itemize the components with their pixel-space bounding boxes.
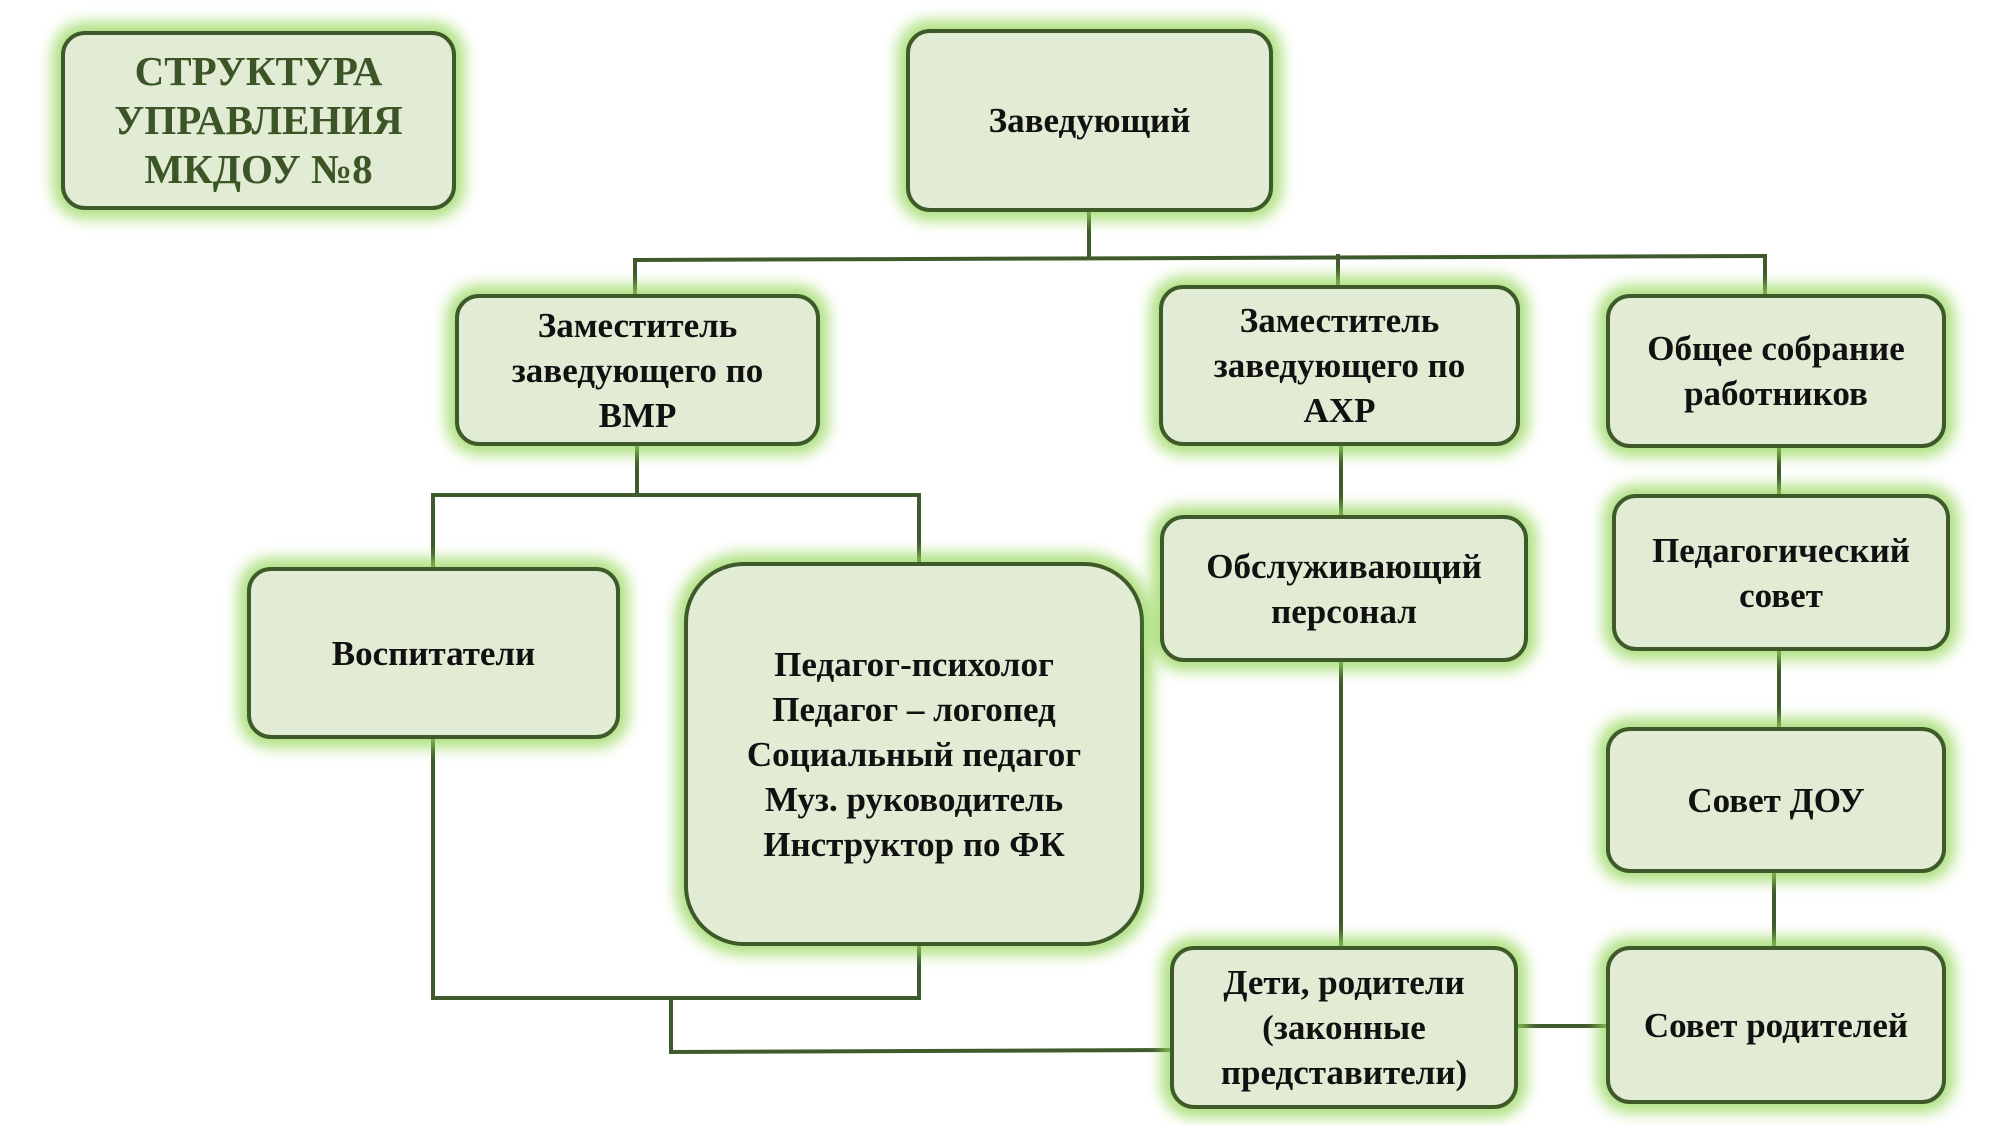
node-educators-label: Воспитатели [331, 633, 536, 673]
node-head-label: Заведующий [988, 101, 1191, 140]
node-children-parents: Дети, родители (законные представители) [1170, 946, 1518, 1109]
node-pedagogical-council: Педагогический совет [1612, 494, 1950, 651]
node-general-meeting: Общее собрание работников [1606, 294, 1946, 448]
connector-educators-loop [431, 736, 921, 1000]
diagram-title-box: СТРУКТУРА УПРАВЛЕНИЯ МКДОУ №8 [61, 31, 456, 210]
node-children-parents-label: Дети, родители (законные представители) [1220, 963, 1468, 1092]
node-dou-council: Совет ДОУ [1606, 727, 1946, 873]
node-deputy-vmr-label: Заместитель заведующего по ВМР [511, 305, 764, 435]
connector-top-bus [632, 253, 1768, 263]
node-educators: Воспитатели [247, 567, 620, 739]
node-deputy-ahr-label: Заместитель заведующего по АХР [1213, 301, 1466, 430]
node-parents-council-label: Совет родителей [1643, 1005, 1909, 1045]
node-deputy-vmr: Заместитель заведующего по ВМР [455, 294, 820, 446]
node-service-staff: Обслуживающий персонал [1160, 515, 1528, 662]
node-general-meeting-label: Общее собрание работников [1647, 329, 1905, 413]
node-pedagogical-council-label: Педагогический совет [1652, 530, 1910, 615]
node-dou-council-label: Совет ДОУ [1687, 780, 1865, 820]
node-specialists-label: Педагог-психолог Педагог – логопед Социа… [746, 644, 1082, 864]
connector-loop-to-children [669, 996, 1175, 1055]
node-head: Заведующий [906, 29, 1273, 212]
node-specialists: Педагог-психолог Педагог – логопед Социа… [684, 562, 1144, 946]
node-parents-council: Совет родителей [1606, 946, 1946, 1104]
node-service-staff-label: Обслуживающий персонал [1206, 546, 1482, 631]
node-deputy-ahr: Заместитель заведующего по АХР [1159, 285, 1520, 446]
diagram-title: СТРУКТУРА УПРАВЛЕНИЯ МКДОУ №8 [114, 48, 403, 192]
